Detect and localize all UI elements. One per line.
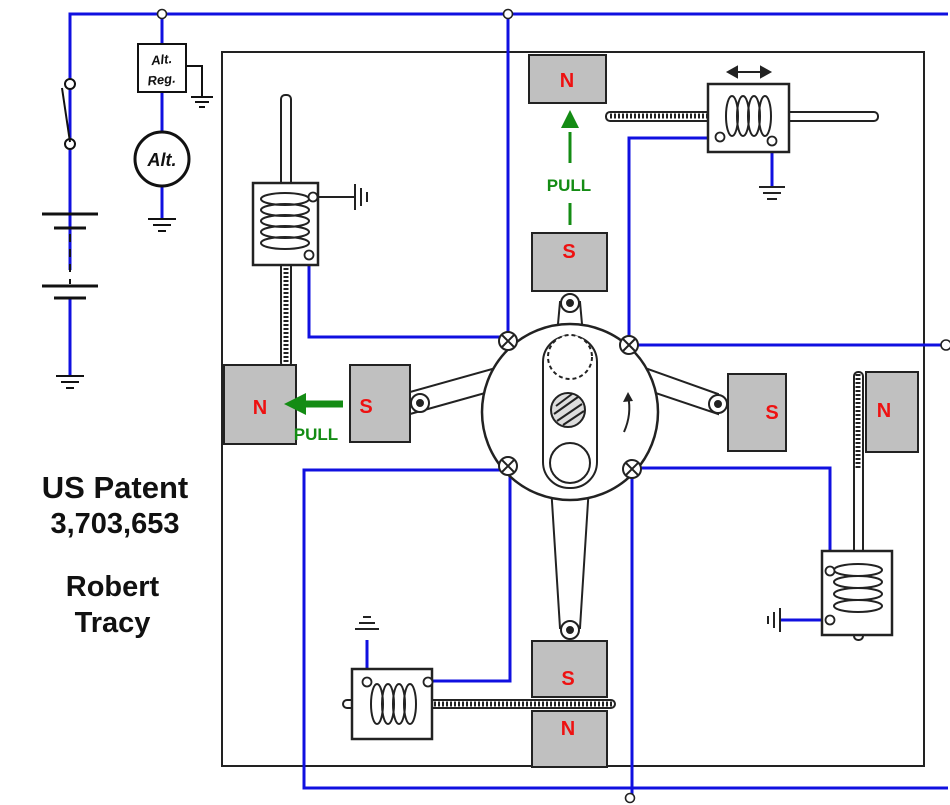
- magnet-right-inner: S: [727, 373, 787, 452]
- pull-arrow-horizontal: [284, 393, 343, 415]
- central-terminals: [498, 331, 642, 479]
- magnet-bottom-inner-pole: S: [561, 668, 574, 690]
- pull-label-horizontal: PULL: [294, 425, 338, 444]
- rotation-arrow-icon: [623, 392, 633, 433]
- alternator-label: Alt.: [147, 150, 177, 170]
- inventor-last-name: Tracy: [74, 607, 151, 639]
- inventor-first-name: Robert: [65, 571, 160, 603]
- magnet-top-outer-pole: N: [560, 70, 574, 92]
- regulator-label-line1: Alt.: [149, 51, 172, 68]
- magnet-right-outer-pole: N: [877, 400, 891, 422]
- ground-bottom-relay: [355, 616, 379, 630]
- voltage-regulator: [137, 43, 187, 93]
- magnet-right-inner-pole: S: [765, 402, 778, 424]
- magnet-bottom-outer: N: [531, 710, 608, 768]
- magnet-right-outer: N: [865, 371, 919, 453]
- ground-left-relay: [354, 184, 368, 210]
- patent-title: US Patent: [41, 470, 189, 505]
- magnet-left-inner: S: [349, 364, 411, 443]
- magnet-bottom-outer-pole: N: [561, 718, 575, 740]
- switch: [61, 78, 76, 150]
- ground-top-relay: [759, 186, 785, 200]
- ground-alternator: [148, 218, 176, 232]
- double-arrow-icon: [725, 65, 773, 79]
- alternator: [133, 130, 191, 188]
- ground-right-relay: [767, 608, 781, 632]
- ground-regulator: [191, 96, 213, 108]
- magnet-top-inner-pole: S: [562, 241, 575, 263]
- regulator-label-line2: Reg.: [147, 71, 177, 89]
- pull-arrow-vertical: [561, 110, 579, 225]
- battery: [42, 212, 98, 300]
- wire-junctions: [156, 8, 950, 804]
- pull-label-vertical: PULL: [547, 176, 591, 195]
- magnet-top-inner: S: [531, 232, 608, 292]
- patent-number: 3,703,653: [50, 508, 180, 540]
- magnet-top-outer: N: [528, 54, 607, 104]
- ground-battery: [56, 375, 84, 389]
- magnet-bottom-inner: S: [531, 640, 608, 698]
- magnet-left-inner-pole: S: [359, 396, 372, 418]
- magnet-left-outer-pole: N: [253, 397, 267, 419]
